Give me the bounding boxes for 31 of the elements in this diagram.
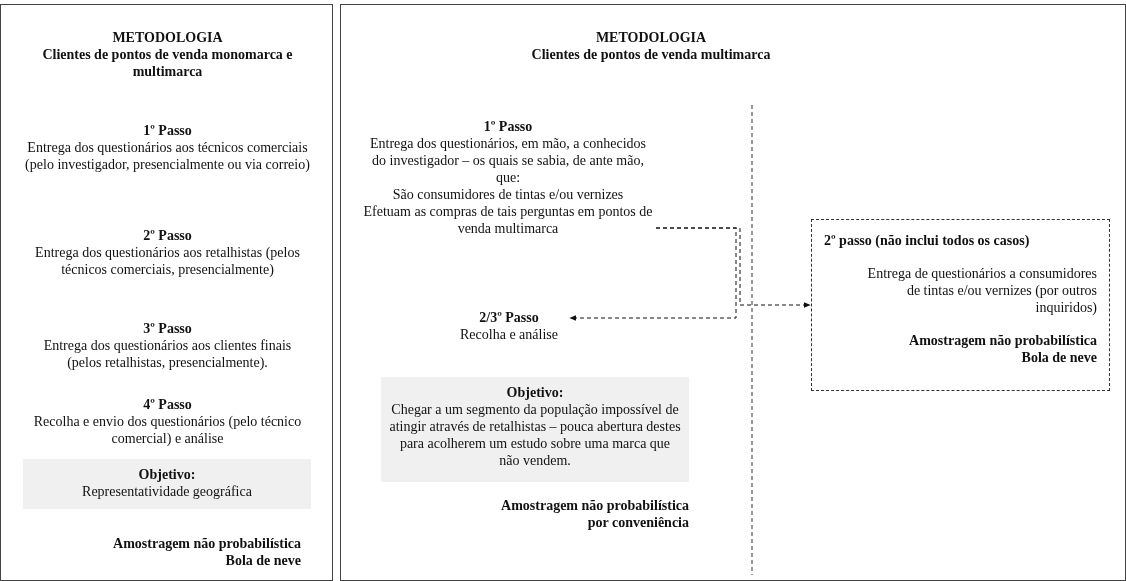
step-title: 1º Passo bbox=[482, 118, 534, 135]
step-text: Recolha e análise bbox=[459, 326, 559, 343]
step-text: Entrega dos questionários aos clientes finais (pelos retalhistas, presencialmente). bbox=[42, 337, 293, 371]
step-text: Entrega dos questionários, em mão, a conhecidos do investigador – os quais se sabia, de ante mão, que: bbox=[368, 135, 647, 186]
step-title: 4º Passo bbox=[142, 396, 193, 413]
panel-subtitle: Clientes de pontos de venda multimarca bbox=[530, 46, 772, 63]
goal-title: Objetivo: bbox=[137, 466, 197, 483]
method-panel bbox=[340, 4, 1126, 581]
panel-title: METODOLOGIA bbox=[594, 29, 708, 46]
step-text: Entrega dos questionários aos retalhistas (pelos técnicos comerciais, presencialmente) bbox=[34, 244, 301, 278]
goal-text: Chegar a um segmento da população impossível de atingir através de retalhistas – pouca abertura destes para acolherem um estudo sobre uma marca que não vendem. bbox=[389, 401, 681, 469]
step-title: 2º Passo bbox=[142, 227, 193, 244]
sampling-note: Amostragem não probabilística Bola de neve bbox=[908, 332, 1097, 366]
step-text: Recolha e envio dos questionários (pelo técnico comercial) e análise bbox=[32, 413, 303, 447]
step-title: 2/3º Passo bbox=[478, 309, 540, 326]
sampling-note: Amostragem não probabilística Bola de neve bbox=[112, 535, 301, 569]
dashed-arrow bbox=[569, 227, 737, 321]
step-text: Efetuam as compras de tais perguntas em pontos de venda multimarca bbox=[363, 203, 653, 237]
panel-title: METODOLOGIA bbox=[111, 29, 224, 46]
sampling-note: Amostragem não probabilística por conveniência bbox=[500, 497, 689, 531]
dashed-step-box bbox=[811, 219, 1110, 391]
goal-text: Representatividade geográfica bbox=[81, 483, 253, 500]
step-title: 3º Passo bbox=[142, 320, 193, 337]
step-text: Entrega dos questionários aos técnicos comerciais (pelo investigador, presencialmente ou via correio) bbox=[24, 139, 311, 173]
step-text: São consumidores de tintas e/ou vernizes bbox=[391, 186, 625, 203]
goal-title: Objetivo: bbox=[505, 384, 565, 401]
step-title: 2º passo (não inclui todos os casos) bbox=[824, 232, 1031, 249]
step-text: Entrega de questionários a consumidores de tintas e/ou vernizes (por outros inquiridos) bbox=[866, 265, 1097, 316]
panel-subtitle: Clientes de pontos de venda monomarca e multimarca bbox=[41, 46, 294, 80]
method-panel bbox=[0, 4, 333, 581]
step-title: 1º Passo bbox=[142, 122, 193, 139]
